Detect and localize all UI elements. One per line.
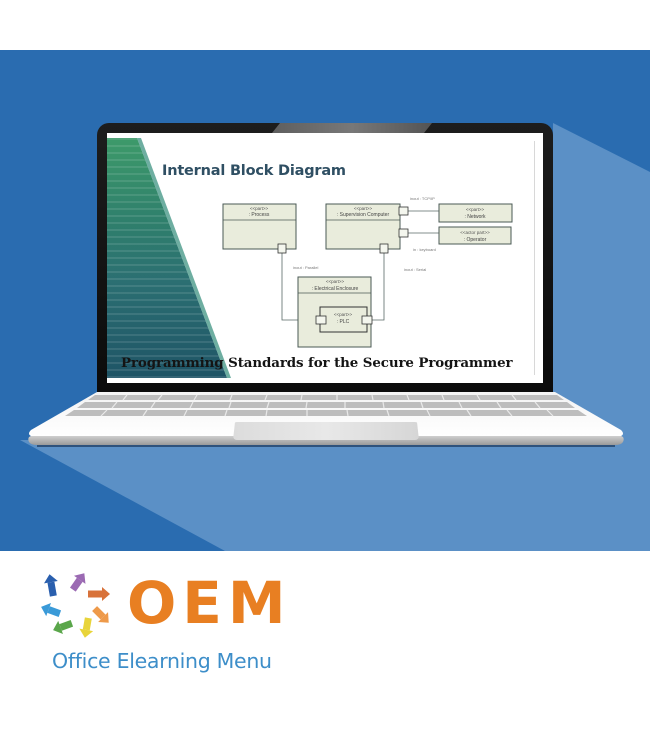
oem-logo: OEM Office Elearning Menu xyxy=(30,568,310,688)
svg-text:: Process: : Process xyxy=(249,212,270,218)
laptop-keyboard-base xyxy=(28,392,624,447)
svg-text:<<actor part>>: <<actor part>> xyxy=(460,230,490,235)
label-serial: inout : Serial xyxy=(404,267,426,272)
logo-wordmark: OEM xyxy=(127,569,292,637)
block-plc: <<part>> : PLC xyxy=(315,306,373,333)
label-tcpip: inout : TCP/IP xyxy=(410,196,435,201)
svg-text:: Operator: : Operator xyxy=(464,237,487,243)
svg-text:: PLC: : PLC xyxy=(337,319,350,325)
label-parallel: inout : Parallel xyxy=(293,265,318,270)
svg-text:<<part>>: <<part>> xyxy=(326,279,345,284)
laptop-screen-bezel: Internal Block Diagram <<part>> : Proces… xyxy=(97,123,553,393)
laptop-trackpad xyxy=(233,422,419,440)
block-operator: <<actor part>> : Operator xyxy=(438,226,512,245)
svg-text:<<part>>: <<part>> xyxy=(466,207,485,212)
svg-text:: Electrical Enclosure: : Electrical Enclosure xyxy=(312,286,359,292)
slide-caption: Programming Standards for the Secure Pro… xyxy=(121,355,513,371)
svg-text:<<part>>: <<part>> xyxy=(334,312,353,317)
logo-tagline: Office Elearning Menu xyxy=(52,649,272,673)
bezel-glare xyxy=(272,123,432,133)
label-keyboard: in : keyboard xyxy=(413,247,436,252)
svg-text:<<part>>: <<part>> xyxy=(250,206,269,211)
svg-text:: Supervision Computer: : Supervision Computer xyxy=(337,212,390,218)
internal-block-diagram: <<part>> : Process <<part>> : Supervisio… xyxy=(222,196,513,348)
logo-arrows-icon xyxy=(41,573,110,638)
slide-border xyxy=(534,141,535,375)
block-supervision-computer: <<part>> : Supervision Computer xyxy=(325,203,409,254)
block-process: <<part>> : Process xyxy=(222,203,297,254)
block-network: <<part>> : Network xyxy=(438,203,513,223)
laptop-screen: Internal Block Diagram <<part>> : Proces… xyxy=(107,133,543,383)
svg-text:<<part>>: <<part>> xyxy=(354,206,373,211)
slide-title: Internal Block Diagram xyxy=(162,163,346,179)
svg-text:: Network: : Network xyxy=(464,214,486,220)
